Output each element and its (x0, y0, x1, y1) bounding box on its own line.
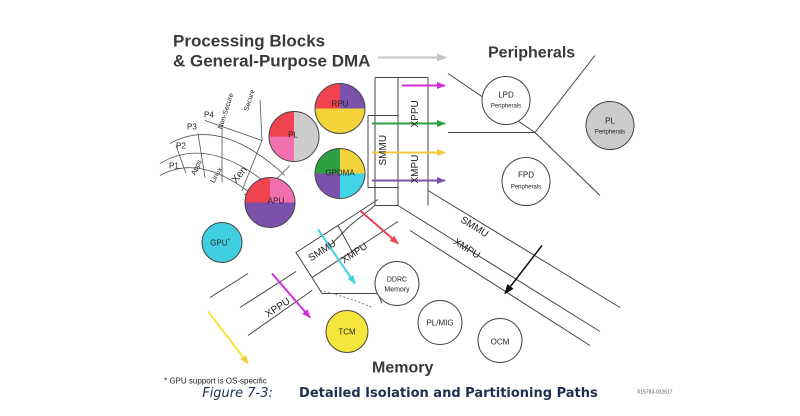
peripheral-network-lines (447, 55, 601, 196)
priv-label-p3: P3 (187, 123, 197, 132)
priv-label-p2: P2 (176, 142, 186, 151)
rpu-label: RPU (332, 100, 349, 109)
xppu-top-label: XPPU (410, 100, 421, 127)
secure-label: Secure (243, 89, 257, 112)
pl-label: PL (288, 131, 298, 140)
central-bus (329, 77, 429, 246)
fpd-line2: Peripherals (511, 185, 541, 191)
fpd-peripherals: FPD Peripherals (501, 157, 551, 206)
xppu-bottom-label: XPPU (264, 296, 293, 320)
memory-label: Memory (372, 360, 433, 377)
tcm-dashed-link (319, 290, 373, 308)
title-line1: Processing Blocks (173, 32, 325, 51)
xmpu-right-label: XMPU (451, 237, 481, 262)
pl-unit: PL (268, 111, 320, 162)
memory-bus-left (209, 199, 399, 336)
rpu-unit: RPU (314, 83, 366, 134)
apu-unit: APU (244, 177, 296, 228)
arrow-yellow-lower (207, 310, 249, 365)
xen-label: Xen (230, 165, 250, 186)
arrow-red (359, 209, 399, 245)
pl-mig-label: PL/MIG (426, 319, 453, 328)
arrow-magenta-lower (271, 272, 311, 319)
xmpu-bottom-label: XMPU (340, 241, 370, 266)
lpd-peripherals: LPD Peripherals (481, 76, 531, 125)
memory-bus-right (397, 190, 621, 346)
ddrc-line2: Memory (384, 287, 410, 294)
ocm-memory: OCM (477, 318, 523, 363)
plp-line1: PL (605, 117, 615, 126)
priv-label-p4: P4 (204, 111, 214, 120)
arrow-cyan (317, 228, 356, 285)
gpu-unit: GPU* (201, 222, 243, 263)
gpu-footnote: * GPU support is OS-specific (164, 377, 267, 386)
pl-peripherals: PL Peripherals (585, 101, 635, 150)
tcm-memory: TCM (325, 310, 369, 353)
gpdma-unit: GPDMA (314, 148, 366, 199)
gpu-footnote-mark: * (228, 239, 231, 245)
pl-mig-memory: PL/MIG (417, 300, 463, 345)
ocm-label: OCM (491, 338, 510, 347)
apps-label: Apps (190, 158, 203, 176)
priv-label-p1: P1 (169, 162, 179, 171)
non-secure-label: Non-Secure (217, 92, 235, 130)
lpd-line2: Peripherals (491, 104, 521, 110)
xmpu-top-label: XMPU (410, 155, 421, 184)
gpu-label: GPU* (210, 239, 230, 248)
apu-label: APU (268, 197, 285, 206)
smmu-top-label: SMMU (378, 135, 389, 166)
fpd-line1: FPD (518, 171, 534, 180)
caption-label: Figure 7-3: (202, 386, 273, 401)
lpd-line1: LPD (498, 91, 514, 100)
plp-line2: Peripherals (595, 130, 625, 136)
gpdma-label: GPDMA (325, 169, 355, 178)
figure-caption: Figure 7-3: Detailed Isolation and Parti… (0, 386, 800, 401)
peripherals-label: Peripherals (488, 45, 575, 62)
title-line2: & General-Purpose DMA (173, 52, 370, 71)
ddrc-line1: DDRC (387, 277, 407, 284)
arrow-black (504, 245, 543, 295)
tcm-label: TCM (338, 328, 356, 337)
figure-ref-id: X15783-032617 (637, 390, 673, 396)
caption-text: Detailed Isolation and Partitioning Path… (299, 386, 598, 401)
ddrc-memory: DDRC Memory (374, 261, 420, 306)
